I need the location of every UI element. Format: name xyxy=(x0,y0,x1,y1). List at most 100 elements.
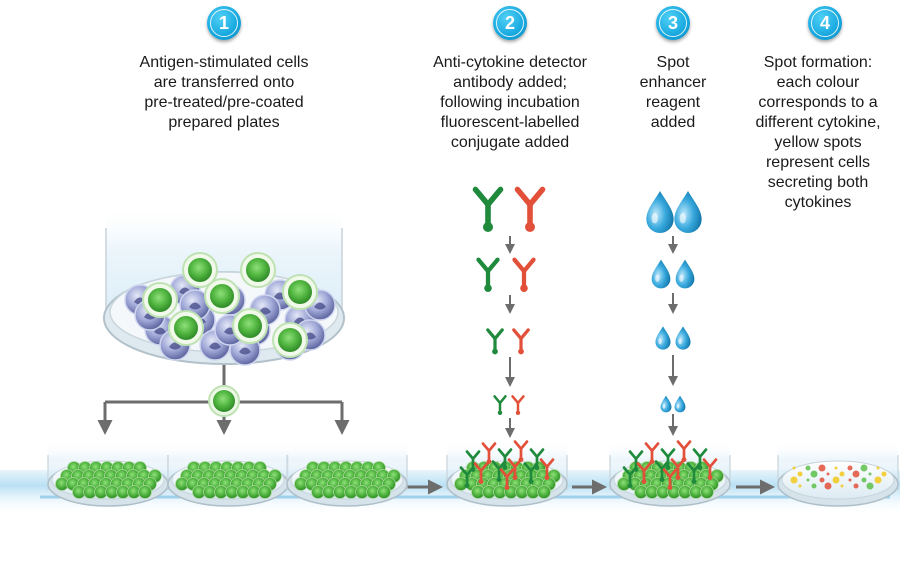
caption-line: fluorescent-labelled xyxy=(440,114,580,131)
antibody xyxy=(476,257,500,292)
droplet xyxy=(660,395,672,413)
droplet xyxy=(655,326,671,350)
caption-line: are transferred onto xyxy=(153,74,295,91)
antibody xyxy=(499,468,515,490)
antibody xyxy=(654,460,670,482)
green-cell xyxy=(168,310,204,346)
antibody xyxy=(507,458,523,480)
caption-line: Spot formation: xyxy=(763,54,873,71)
culture-plate xyxy=(47,440,169,507)
droplet xyxy=(675,259,695,289)
step-1-badge: 1 xyxy=(207,6,241,40)
plate-cell xyxy=(700,485,714,499)
caption-line: yellow spots xyxy=(774,134,862,151)
caption-line: corresponds to a xyxy=(758,94,878,111)
antibody xyxy=(622,466,638,488)
cytokine-spot xyxy=(832,476,840,484)
caption-line: added xyxy=(650,114,696,131)
droplet xyxy=(646,191,674,233)
caption-line: Anti-cytokine detector xyxy=(433,54,587,71)
caption-line: pre-treated/pre-coated xyxy=(144,94,304,111)
green-cell xyxy=(204,278,240,314)
green-cell xyxy=(240,252,276,288)
cytokine-spot xyxy=(810,470,818,478)
cytokine-spot xyxy=(874,476,882,484)
plate-cell xyxy=(258,485,272,499)
antibody xyxy=(514,186,546,232)
caption-line: Spot xyxy=(656,54,690,71)
droplet xyxy=(675,326,691,350)
cytokine-spot xyxy=(881,471,887,477)
antibody xyxy=(511,395,525,415)
step-1-caption: Antigen-stimulated cells are transferred… xyxy=(104,53,344,133)
droplet xyxy=(651,259,671,289)
cytokine-spot xyxy=(805,465,811,471)
antibody xyxy=(702,458,718,480)
green-cell xyxy=(272,322,308,358)
vertical-arrows xyxy=(505,236,678,438)
culture-plate xyxy=(777,440,899,507)
droplet xyxy=(674,191,702,233)
droplet-stack xyxy=(646,191,702,413)
antibody xyxy=(523,462,539,484)
antibody xyxy=(539,458,555,480)
caption-line: represent cells xyxy=(765,154,871,171)
plate-cell xyxy=(537,485,551,499)
caption-line: antibody added; xyxy=(453,74,567,91)
caption-line: following incubation xyxy=(440,94,580,111)
antibody xyxy=(512,257,536,292)
cytokine-spot xyxy=(819,477,825,483)
antibody xyxy=(662,468,678,490)
caption-line: secreting both xyxy=(767,174,869,191)
culture-plate xyxy=(609,440,731,507)
cytokine-spot xyxy=(866,482,874,490)
step-2-badge: 2 xyxy=(493,6,527,40)
caption-line: enhancer xyxy=(639,74,707,91)
culture-plate xyxy=(286,440,408,507)
cytokine-spot xyxy=(839,471,845,477)
cytokine-spot xyxy=(861,477,867,483)
cytokine-spot xyxy=(818,464,826,472)
transfer-cell xyxy=(208,385,240,417)
cytokine-spot xyxy=(806,478,810,482)
caption-line: different cytokine, xyxy=(755,114,881,131)
cytokine-spot xyxy=(876,466,880,470)
cytokine-spot xyxy=(847,465,853,471)
step-3-badge: 3 xyxy=(656,6,690,40)
cytokine-spot xyxy=(824,482,832,490)
cytokine-spot xyxy=(848,478,852,482)
antibody xyxy=(491,460,507,482)
plate-cell xyxy=(377,485,391,499)
green-cell xyxy=(142,282,178,318)
cytokine-spot xyxy=(860,464,868,472)
cytokine-spot xyxy=(868,472,872,476)
caption-line: each colour xyxy=(776,74,860,91)
cytokine-spot xyxy=(811,483,817,489)
cytokine-spot xyxy=(853,483,859,489)
plate-row xyxy=(47,440,899,507)
cytokine-spot xyxy=(840,484,844,488)
antibody xyxy=(473,462,489,484)
antibody xyxy=(686,462,702,484)
plate-cell xyxy=(138,485,152,499)
antibody xyxy=(459,466,475,488)
cytokine-spot xyxy=(834,466,838,470)
antibody xyxy=(636,462,652,484)
green-cell xyxy=(282,274,318,310)
antibody xyxy=(486,328,504,355)
step-4-caption: Spot formation: each colour corresponds … xyxy=(742,53,894,213)
cytokine-spot xyxy=(852,470,860,478)
droplet xyxy=(674,395,686,413)
caption-line: cytokines xyxy=(784,194,852,211)
cytokine-spot xyxy=(792,466,796,470)
culture-plate xyxy=(167,440,289,507)
antibody xyxy=(472,186,504,232)
antibody xyxy=(493,395,507,415)
caption-line: Antigen-stimulated cells xyxy=(139,54,309,71)
step-2-caption: Anti-cytokine detector antibody added; f… xyxy=(408,53,612,153)
caption-line: conjugate added xyxy=(450,134,570,151)
antibody-stack xyxy=(472,186,546,415)
step-3-caption: Spot enhancer reagent added xyxy=(625,53,721,133)
